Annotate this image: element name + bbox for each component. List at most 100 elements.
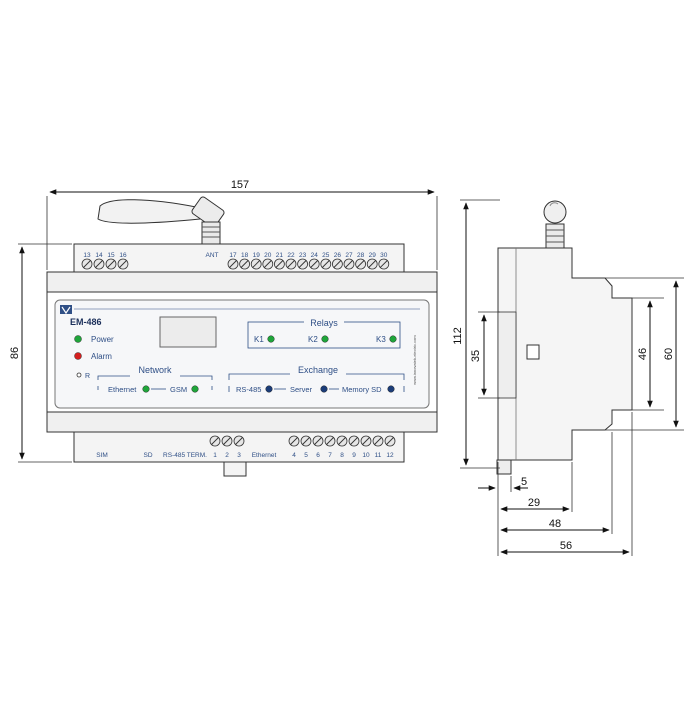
screw-slot: [333, 260, 342, 268]
antenna-ball-icon: [543, 200, 567, 224]
bottom-mid-terminal-screws: [209, 435, 245, 447]
screw-slot: [95, 260, 103, 268]
screw-slot: [211, 437, 219, 445]
terminal-number-label: 10: [362, 452, 370, 459]
screw-slot: [287, 260, 295, 268]
clip-depth-dimension-label: 5: [521, 476, 527, 488]
height-dimension-label: 86: [9, 347, 21, 359]
r-label: R: [85, 373, 90, 380]
exchange-title: Exchange: [298, 365, 338, 375]
screw-slot: [298, 260, 307, 268]
side-view: 112 35 46 60 5 29 48 56: [452, 199, 684, 556]
side-window: [526, 344, 540, 360]
side-height-dimension-label: 112: [452, 327, 464, 345]
alarm-led-icon: [74, 352, 82, 360]
relay-k3-led-icon: [389, 335, 397, 343]
shoulder-height-dimension-label: 60: [663, 348, 675, 360]
terminal-number-label: 19: [253, 252, 261, 259]
screw-slot: [107, 260, 115, 268]
terminal-number-label: 23: [299, 252, 307, 259]
reset-button-icon[interactable]: [76, 372, 82, 378]
terminal-number-label: 11: [375, 452, 382, 459]
rs485-led-icon: [265, 385, 273, 393]
ant-label: ANT: [206, 252, 219, 259]
terminal-number-label: 8: [340, 452, 344, 459]
screw-slot: [240, 260, 249, 268]
screw-slot: [235, 437, 243, 445]
depth-56-dimension-label: 56: [560, 540, 572, 552]
terminal-number-label: 9: [352, 452, 356, 459]
screw-slot: [350, 437, 358, 445]
depth-48-dimension-label: 48: [549, 518, 561, 530]
screw-slot: [252, 260, 261, 268]
antenna: [97, 196, 225, 245]
gsm-led-icon: [191, 385, 199, 393]
side-din-slot: [497, 311, 517, 399]
terminal-number-label: 22: [287, 252, 295, 259]
top-left-terminal-screws: [81, 258, 129, 270]
screw-slot: [229, 260, 237, 268]
screw-slot: [368, 260, 377, 268]
exchange-memory-sd-label: Memory SD: [342, 385, 382, 394]
bottom-mid-terminal-numbers: 1 2 3: [213, 452, 241, 459]
alarm-label: Alarm: [91, 352, 112, 361]
terminal-number-label: 21: [276, 252, 284, 259]
screw-slot: [386, 437, 394, 445]
terminal-number-label: 1: [213, 452, 217, 459]
screw-slot: [83, 260, 91, 268]
screw-slot: [263, 260, 272, 268]
exchange-rs485-label: RS-485: [236, 385, 261, 394]
terminal-number-label: 20: [264, 252, 272, 259]
screw-slot: [356, 260, 365, 268]
power-led-icon: [74, 335, 82, 343]
screw-slot: [290, 437, 298, 445]
relay-k1-led-icon: [267, 335, 275, 343]
terminal-number-label: 2: [225, 452, 229, 459]
screw-slot: [338, 437, 346, 445]
upper-shoulder: [46, 271, 438, 293]
terminal-number-label: 15: [107, 252, 115, 259]
sd-label: SD: [143, 452, 152, 459]
terminal-number-label: 14: [95, 252, 103, 259]
terminal-number-label: 30: [380, 252, 388, 259]
terminal-number-label: 7: [328, 452, 332, 459]
network-group: Network Ethernet GSM: [97, 365, 213, 394]
terminal-number-label: 17: [229, 252, 237, 259]
exchange-server-label: Server: [290, 385, 313, 394]
side-clip: [496, 459, 512, 475]
brand-logo-icon: [60, 305, 420, 315]
terminal-number-label: 3: [237, 452, 241, 459]
terminal-number-label: 13: [83, 252, 91, 259]
din-clip: [223, 461, 247, 477]
top-right-terminal-screws: [227, 258, 390, 270]
terminal-number-label: 25: [322, 252, 330, 259]
screw-slot: [310, 260, 319, 268]
terminal-number-label: 16: [119, 252, 127, 259]
screw-slot: [302, 437, 310, 445]
terminal-number-label: 29: [369, 252, 377, 259]
network-gsm-label: GSM: [170, 385, 187, 394]
lower-shoulder: [46, 411, 438, 433]
ethernet-port-label: Ethernet: [252, 452, 277, 459]
sim-label: SIM: [96, 452, 108, 459]
rs485-term-label: RS-485 TERM.: [163, 452, 207, 459]
screw-slot: [321, 260, 330, 268]
power-label: Power: [91, 335, 114, 344]
terminal-number-label: 6: [316, 452, 320, 459]
lcd-display: [159, 316, 217, 348]
screw-slot: [119, 260, 127, 268]
relay-k2-label: K2: [308, 335, 318, 344]
din-rail-dimension-label: 35: [470, 350, 482, 362]
relay-k2-led-icon: [321, 335, 329, 343]
depth-29-dimension-label: 29: [528, 497, 540, 509]
relays-title: Relays: [310, 318, 338, 328]
screw-slot: [223, 437, 231, 445]
relay-k1-label: K1: [254, 335, 264, 344]
terminal-number-label: 18: [241, 252, 249, 259]
width-dimension-label: 157: [231, 179, 249, 191]
bottom-right-terminal-screws: [288, 435, 396, 447]
screw-slot: [374, 437, 382, 445]
